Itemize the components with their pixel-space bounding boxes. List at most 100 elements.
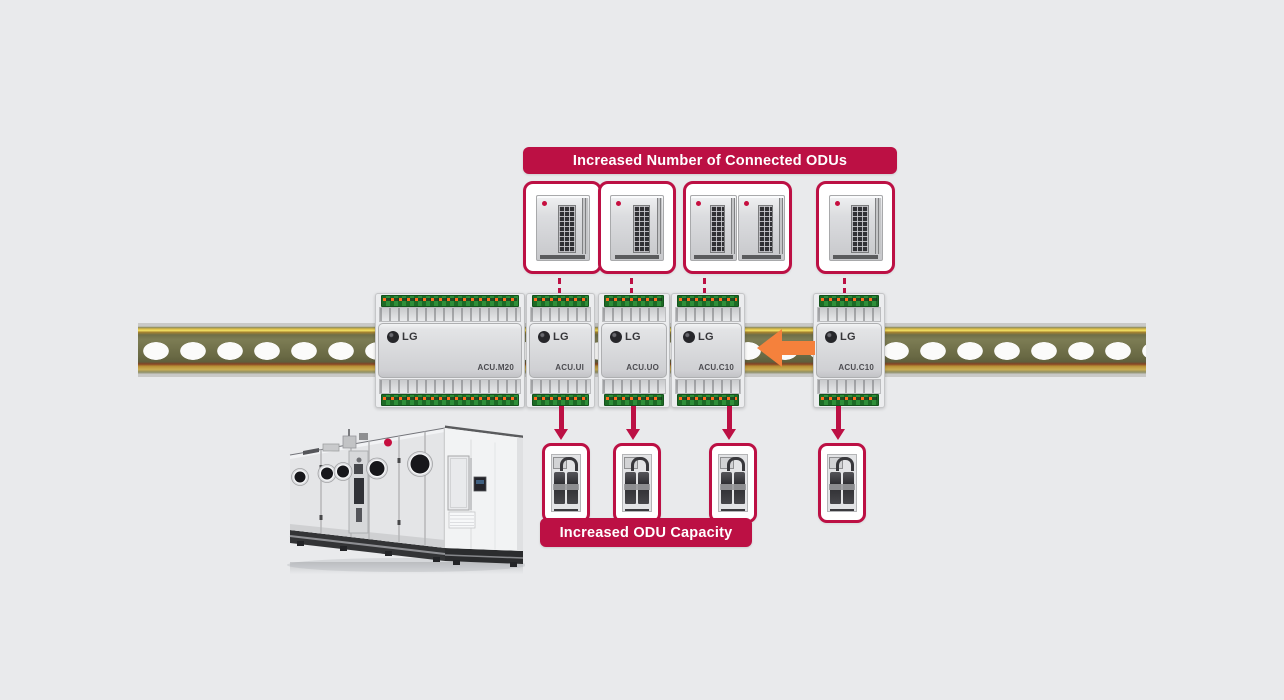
- top-banner-label: Increased Number of Connected ODUs: [572, 152, 848, 169]
- lg-face-icon: [538, 331, 550, 343]
- feet: [554, 509, 578, 511]
- lg-logo-text: LG: [553, 331, 569, 343]
- capacity-unit-box-4: [818, 443, 866, 523]
- arrow-head: [626, 429, 640, 440]
- odu-group-box-1: [523, 181, 602, 274]
- compressor-unit-image: [827, 454, 857, 512]
- module-model-label: ACU.C10: [698, 363, 734, 372]
- bottom-banner-label: Increased ODU Capacity: [559, 524, 733, 541]
- compressor-unit-image: [718, 454, 748, 512]
- lg-face-icon: [825, 331, 837, 343]
- module-model-label: ACU.UO: [626, 363, 659, 372]
- connector-row: [675, 379, 741, 394]
- odu-image: [610, 194, 664, 261]
- dashed-connector-line: [703, 268, 706, 294]
- control-module-acu-uo: LG ACU.UO: [598, 293, 670, 408]
- odu-base: [694, 254, 733, 259]
- module-model-label: ACU.C10: [838, 363, 874, 372]
- module-model-label: ACU.UI: [555, 363, 584, 372]
- odu-image: [828, 194, 883, 261]
- lg-logo-dot-icon: [541, 200, 547, 206]
- compressor-unit-image: [551, 454, 581, 512]
- feet: [625, 509, 649, 511]
- arrow-head: [554, 429, 568, 440]
- odu-base: [614, 254, 660, 259]
- arrow-head: [831, 429, 845, 440]
- connector-row: [530, 379, 591, 394]
- connector-row: [379, 379, 521, 394]
- bottom-banner: Increased ODU Capacity: [540, 518, 752, 547]
- capacity-unit-box-3: [709, 443, 757, 523]
- connector-row: [817, 379, 881, 394]
- compressor-unit-image: [622, 454, 652, 512]
- terminal-strip: [677, 394, 739, 406]
- capacity-unit-box-2: [613, 443, 661, 523]
- band: [720, 484, 746, 490]
- lg-logo-dot-icon: [744, 200, 749, 206]
- module-body: LG ACU.C10: [816, 323, 882, 378]
- lg-face-icon: [683, 331, 695, 343]
- module-body: LG ACU.UI: [529, 323, 592, 378]
- module-model-label: ACU.M20: [477, 363, 514, 372]
- top-banner: Increased Number of Connected ODUs: [523, 147, 897, 174]
- lg-logo-icon: LG: [683, 331, 714, 343]
- lg-logo-text: LG: [402, 331, 418, 343]
- lg-logo-text: LG: [698, 331, 714, 343]
- terminal-strip: [819, 394, 879, 406]
- down-arrow-icon: [554, 406, 569, 440]
- lg-logo-dot-icon: [616, 200, 621, 206]
- arrow-shaft: [836, 406, 841, 429]
- odu-base: [540, 254, 585, 259]
- odu-group-box-3: [683, 181, 792, 274]
- lg-logo-dot-icon: [834, 200, 840, 206]
- odu-image: [738, 194, 785, 261]
- odu-group-box-2: [598, 181, 676, 274]
- dashed-connector-line: [630, 268, 633, 294]
- terminal-strip: [604, 295, 664, 307]
- module-body: LG ACU.M20: [378, 323, 522, 378]
- connector-row: [530, 307, 591, 322]
- control-module-acu-ui: LG ACU.UI: [526, 293, 595, 408]
- odu-image: [690, 194, 737, 261]
- band: [553, 484, 579, 490]
- odu-base: [833, 254, 878, 259]
- pipe: [727, 457, 745, 471]
- control-module-acu-c10-b: LG ACU.C10: [813, 293, 885, 408]
- dashed-connector-line: [843, 268, 846, 294]
- lg-logo-dot-icon: [696, 200, 701, 206]
- pipe: [631, 457, 649, 471]
- lg-logo-text: LG: [625, 331, 641, 343]
- left-arrow-icon: [757, 329, 815, 367]
- lg-face-icon: [610, 331, 622, 343]
- terminal-strip: [532, 394, 589, 406]
- connector-row: [602, 307, 666, 322]
- arrow-shaft: [559, 406, 564, 429]
- control-module-acu-m20: LG ACU.M20: [375, 293, 525, 408]
- module-body: LG ACU.C10: [674, 323, 742, 378]
- ahu-image: [287, 425, 525, 574]
- arrow-head: [722, 429, 736, 440]
- odu-base: [742, 254, 781, 259]
- capacity-unit-box-1: [542, 443, 590, 523]
- dashed-connector-line: [558, 268, 561, 294]
- lg-logo-icon: LG: [825, 331, 856, 343]
- pipe: [836, 457, 854, 471]
- down-arrow-icon: [626, 406, 641, 440]
- lg-logo-text: LG: [840, 331, 856, 343]
- connector-row: [675, 307, 741, 322]
- lg-face-icon: [387, 331, 399, 343]
- terminal-strip: [819, 295, 879, 307]
- odu-image: [535, 194, 590, 261]
- odu-group-box-4: [816, 181, 895, 274]
- connector-row: [817, 307, 881, 322]
- terminal-strip: [381, 295, 519, 307]
- module-body: LG ACU.UO: [601, 323, 667, 378]
- band: [624, 484, 650, 490]
- band: [829, 484, 855, 490]
- arrow-shaft: [727, 406, 732, 429]
- arrow-shaft: [631, 406, 636, 429]
- down-arrow-icon: [831, 406, 846, 440]
- terminal-strip: [677, 295, 739, 307]
- lg-logo-icon: LG: [538, 331, 569, 343]
- terminal-strip: [604, 394, 664, 406]
